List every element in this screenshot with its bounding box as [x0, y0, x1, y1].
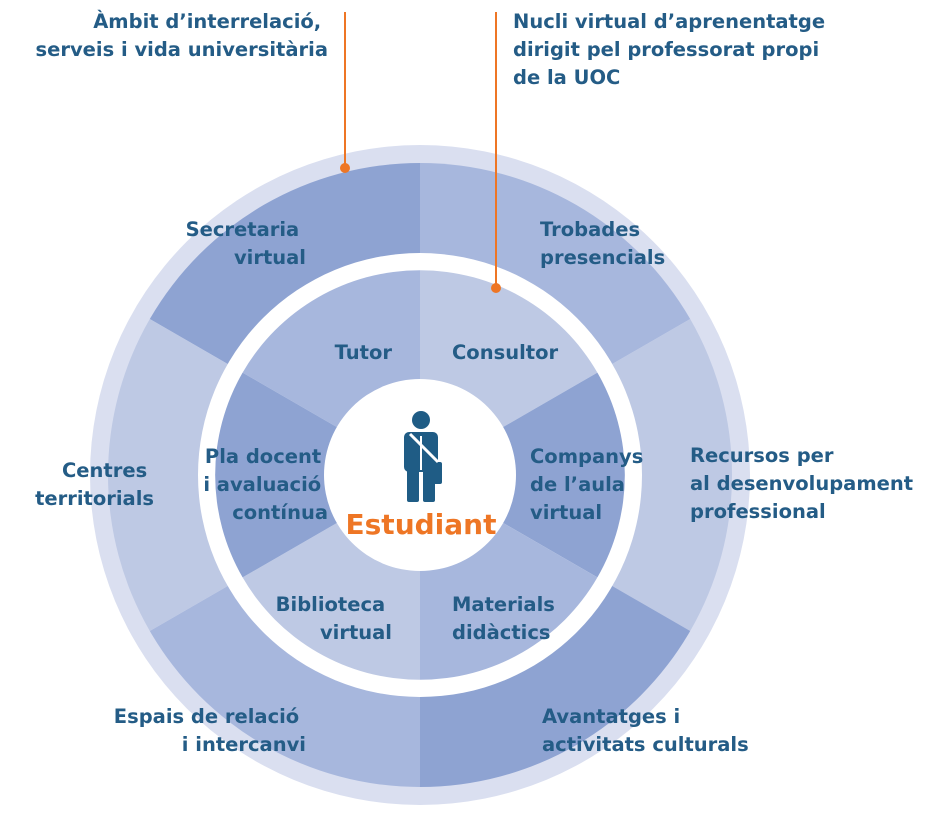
inner-label-tutor-l1: Tutor — [335, 341, 393, 364]
inner-segment-pla-docent — [215, 372, 420, 578]
outer-label-espais-l2: i intercanvi — [182, 733, 306, 756]
outer-label-centres-l2: territorials — [35, 487, 154, 510]
center-label: Estudiant — [346, 508, 497, 541]
outer-label-espais: Espais de relació i intercanvi — [114, 705, 306, 756]
inner-label-consultor: Consultor — [452, 341, 558, 364]
inner-label-pla-docent-l1: Pla docent — [205, 445, 321, 468]
student-icon — [404, 411, 442, 502]
outer-label-avantatges-l1: Avantatges i — [542, 705, 680, 728]
inner-label-companys-l2: de l’aula — [530, 473, 625, 496]
inner-segment-companys — [420, 372, 625, 578]
inner-label-pla-docent-l3: contínua — [232, 501, 328, 524]
inner-label-biblioteca-l1: Biblioteca — [276, 593, 386, 616]
outer-callout-line-2: serveis i vida universitària — [36, 38, 328, 61]
outer-label-recursos-l2: al desenvolupament — [690, 472, 913, 495]
outer-label-secretaria: Secretaria virtual — [186, 218, 306, 269]
outer-label-espais-l1: Espais de relació — [114, 705, 299, 728]
inner-callout-line-2: dirigit pel professorat propi — [513, 38, 819, 61]
inner-label-companys-l3: virtual — [530, 501, 602, 524]
outer-label-recursos: Recursos per al desenvolupament professi… — [690, 444, 920, 523]
inner-callout-dot — [491, 283, 501, 293]
inner-callout-title: Nucli virtual d’aprenentatge dirigit pel… — [513, 10, 832, 89]
inner-label-consultor-l1: Consultor — [452, 341, 558, 364]
outer-label-centres-l1: Centres — [62, 459, 147, 482]
inner-label-biblioteca: Biblioteca virtual — [276, 593, 392, 644]
inner-label-materials: Materials didàctics — [452, 593, 562, 644]
outer-label-trobades-l1: Trobades — [540, 218, 640, 241]
outer-label-centres: Centres territorials — [35, 459, 154, 510]
outer-callout-dot — [340, 163, 350, 173]
outer-label-avantatges-l2: activitats culturals — [542, 733, 749, 756]
inner-callout-line-1: Nucli virtual d’aprenentatge — [513, 10, 825, 33]
outer-label-recursos-l3: professional — [690, 500, 826, 523]
outer-label-trobades-l2: presencials — [540, 246, 665, 269]
center-disk — [324, 379, 516, 571]
inner-label-companys: Companys de l’aula virtual — [530, 445, 650, 524]
inner-callout-line-3: de la UOC — [513, 66, 620, 89]
outer-label-recursos-l1: Recursos per — [690, 444, 834, 467]
outer-label-avantatges: Avantatges i activitats culturals — [542, 705, 749, 756]
inner-label-materials-l1: Materials — [452, 593, 555, 616]
outer-label-trobades: Trobades presencials — [540, 218, 665, 269]
inner-label-tutor: Tutor — [335, 341, 393, 364]
inner-label-biblioteca-l2: virtual — [320, 621, 392, 644]
inner-label-pla-docent: Pla docent i avaluació contínua — [203, 445, 328, 524]
inner-label-materials-l2: didàctics — [452, 621, 551, 644]
outer-callout-title: Àmbit d’interrelació, serveis i vida uni… — [36, 10, 328, 61]
outer-callout-line-1: Àmbit d’interrelació, — [93, 10, 321, 33]
outer-label-secretaria-l2: virtual — [234, 246, 306, 269]
inner-label-pla-docent-l2: i avaluació — [203, 473, 321, 496]
inner-label-companys-l1: Companys — [530, 445, 643, 468]
outer-label-secretaria-l1: Secretaria — [186, 218, 300, 241]
